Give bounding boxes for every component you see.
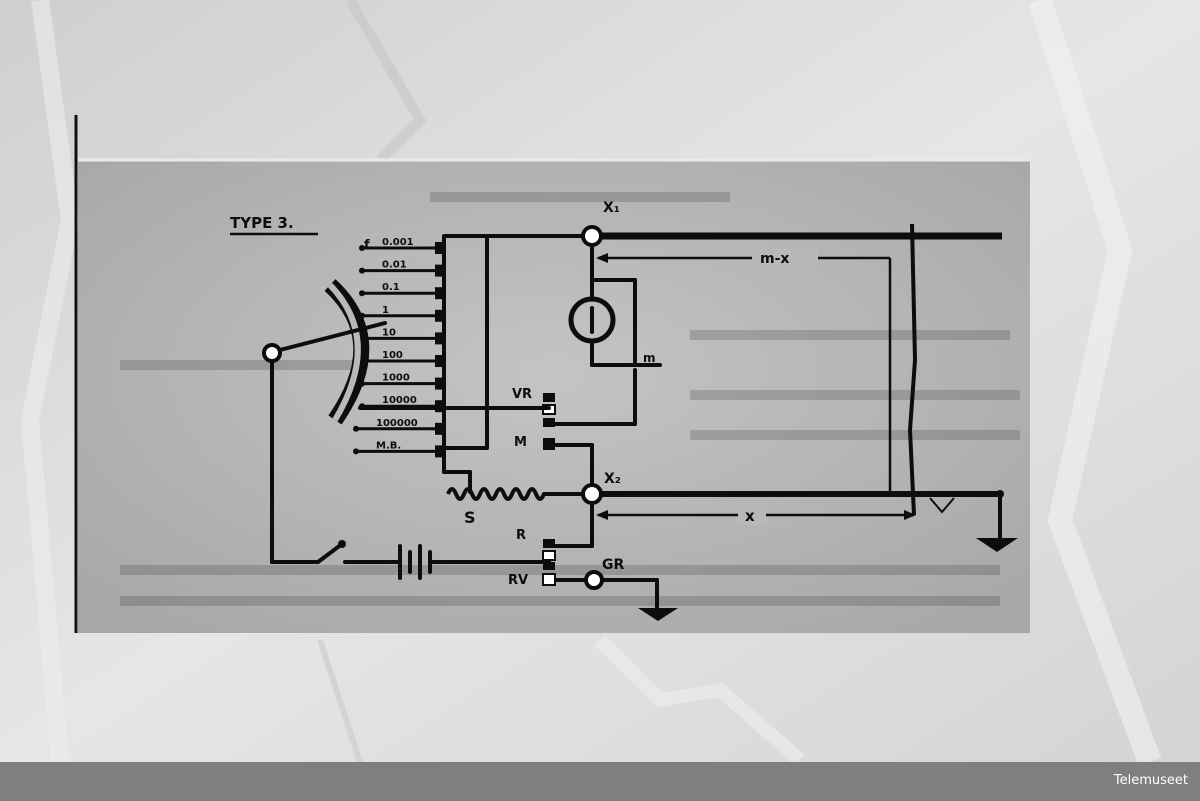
terminal-r	[542, 539, 556, 570]
decade-label: 100	[382, 350, 403, 361]
decade-label: 100000	[376, 418, 418, 429]
gr-earth-icon	[638, 608, 678, 621]
decade-label: 1000	[382, 373, 410, 384]
decade-resistor	[435, 332, 445, 345]
slide-resistor-coil	[446, 487, 546, 501]
x-arrow-right	[904, 510, 916, 520]
decade-resistor	[435, 309, 445, 322]
selector-pivot	[262, 343, 282, 363]
x-label: x	[745, 507, 755, 525]
terminal-rv-label: RV	[508, 573, 528, 588]
footer-credit: Telemuseet	[1113, 773, 1188, 788]
diagram-title: TYPE 3.	[230, 214, 294, 232]
terminal-gr-label: GR	[602, 557, 624, 573]
selector-arc-inner	[327, 282, 361, 422]
paper-crease	[317, 639, 363, 762]
terminal-gr	[584, 570, 604, 590]
decade-resistor	[435, 287, 445, 300]
ratio-symbol: f.	[364, 238, 374, 253]
bleed-through-text	[120, 192, 1020, 606]
decade-contact	[359, 267, 365, 274]
decade-resistor	[435, 422, 445, 435]
m-minus-x-label-bg	[752, 249, 818, 267]
decade-label: 10000	[382, 395, 417, 406]
right-return-wire	[907, 223, 918, 516]
terminal-x2-label: X₂	[604, 471, 621, 487]
m-minus-x-arrow-left	[596, 253, 608, 263]
decade-label: 1	[382, 305, 389, 316]
terminal-x1-label: X₁	[603, 200, 620, 216]
terminal-r-label: R	[516, 528, 526, 543]
selector-pointer	[270, 321, 387, 354]
paper-crease	[1028, 0, 1162, 762]
decade-label: 0.01	[382, 260, 407, 271]
slide-resistor-label: S	[464, 508, 476, 527]
m-minus-x-label: m-x	[760, 251, 789, 267]
terminal-rv	[542, 573, 556, 586]
switch-contact	[338, 540, 346, 548]
photo-of-schematic: TYPE 3. f. 0.001 0.01 0.1 1 10 100 1000 10000 10…	[0, 0, 1200, 762]
decade-label: M.B.	[376, 440, 401, 451]
decade-label: 10	[382, 327, 396, 338]
footer-bar: Telemuseet	[0, 762, 1200, 801]
earth-icon	[976, 538, 1018, 552]
decade-resistor	[435, 355, 445, 367]
decade-contact	[353, 448, 359, 455]
paper-crease	[345, 0, 427, 164]
x-label-bg	[738, 505, 766, 525]
decade-resistor	[435, 377, 445, 390]
terminal-x2	[581, 483, 603, 505]
paper-crease	[20, 0, 80, 762]
galvanometer-tap-label: m	[643, 351, 656, 365]
decade-contact	[353, 425, 359, 432]
paper-crease	[595, 635, 805, 762]
decade-label: 0.001	[382, 237, 414, 248]
terminal-vr-label: VR	[512, 387, 532, 402]
decade-resistor	[435, 242, 445, 254]
decade-contact	[359, 290, 365, 297]
decade-resistor	[435, 264, 445, 277]
terminal-x1	[581, 225, 603, 247]
fault-mark	[929, 497, 955, 514]
decade-contact	[359, 245, 365, 251]
x-arrow-left	[596, 510, 608, 520]
terminal-m-label: M	[514, 435, 527, 450]
terminal-m	[543, 438, 555, 450]
decade-label: 0.1	[382, 282, 400, 293]
switch-blade	[316, 542, 344, 564]
decade-resistor	[435, 445, 445, 458]
